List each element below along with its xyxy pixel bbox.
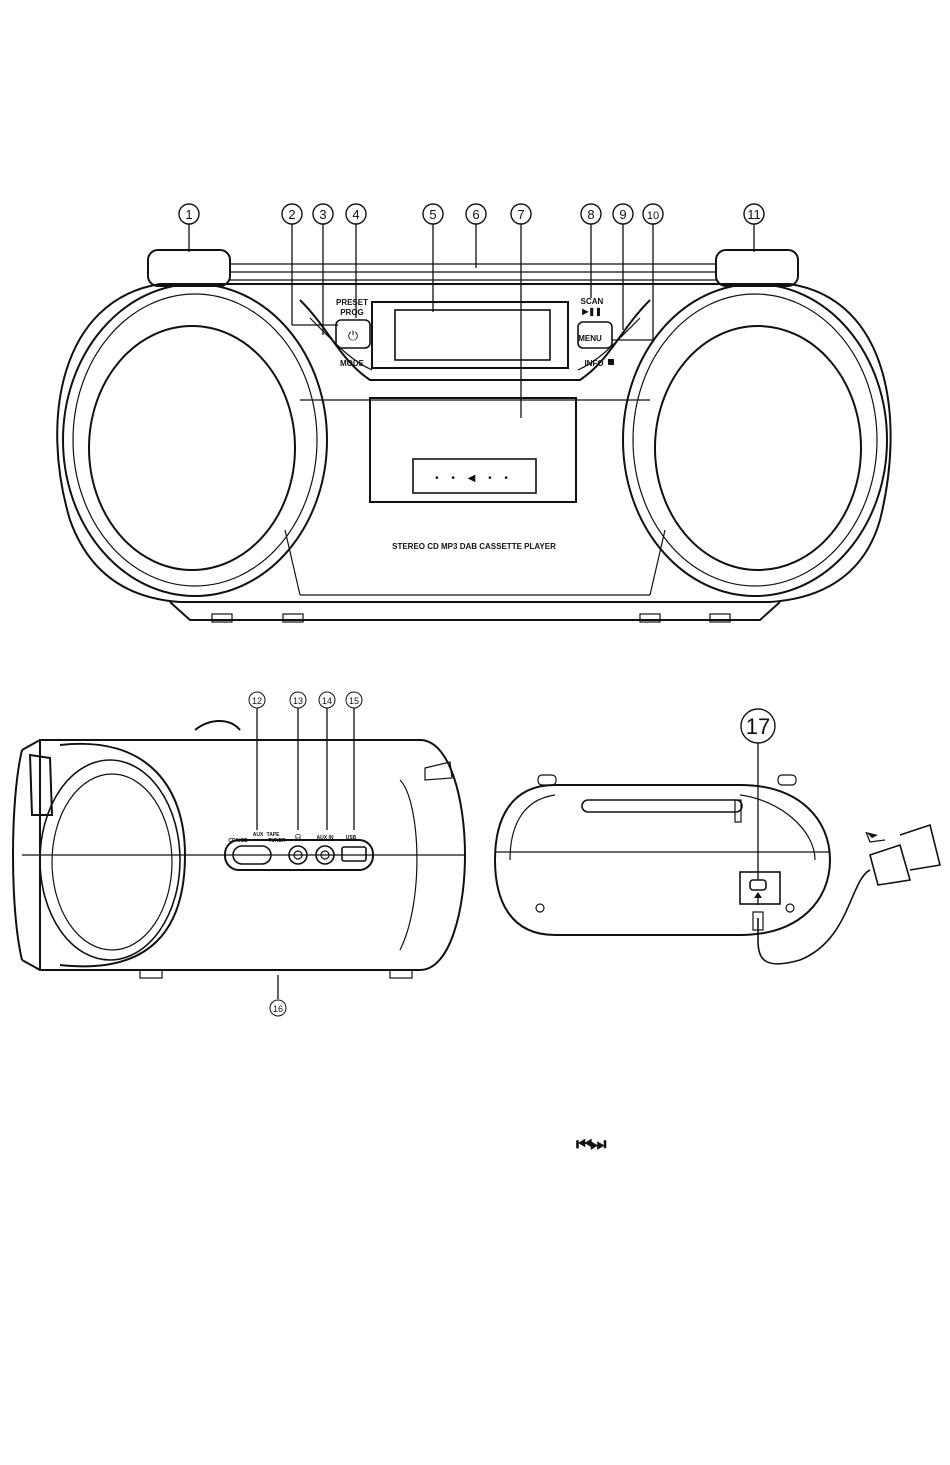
svg-text:13: 13 <box>293 696 303 706</box>
play-pause-icon: ▶❚❚ <box>581 307 602 317</box>
svg-text:15: 15 <box>349 696 359 706</box>
callout-6: 6 <box>466 204 486 224</box>
speaker-left-outer <box>63 284 327 596</box>
svg-text:16: 16 <box>273 1004 283 1014</box>
speaker-right-grille <box>655 326 861 570</box>
svg-text:8: 8 <box>587 207 594 222</box>
headphone-icon: ☊ <box>295 833 301 841</box>
rear-view: 17 <box>495 709 940 964</box>
prog-label: PROG <box>340 308 364 317</box>
svg-text:12: 12 <box>252 696 262 706</box>
svg-text:2: 2 <box>288 207 295 222</box>
usb-port <box>342 847 366 861</box>
svg-text:9: 9 <box>619 207 626 222</box>
svg-text:10: 10 <box>647 210 659 222</box>
callout-14: 14 <box>319 692 335 708</box>
power-cord <box>758 870 870 964</box>
brand-line: STEREO CD MP3 DAB CASSETTE PLAYER <box>392 542 556 551</box>
cassette-door <box>370 398 576 502</box>
svg-text:17: 17 <box>746 714 770 739</box>
callout-8: 8 <box>581 204 601 224</box>
skip-icons: ⏮⏭ <box>576 1134 604 1155</box>
callout-16: 16 <box>270 1000 286 1016</box>
handle-left <box>148 250 230 286</box>
usb-label: USB <box>346 835 357 841</box>
svg-text:11: 11 <box>747 207 761 222</box>
antenna <box>582 800 742 812</box>
callout-9: 9 <box>613 204 633 224</box>
aux-label: AUX <box>253 832 264 838</box>
aux-in-label: AUX IN <box>317 835 334 841</box>
svg-text:3: 3 <box>319 207 326 222</box>
power-icon: ⏻ <box>348 328 358 343</box>
svg-text:7: 7 <box>517 207 524 222</box>
cd-usb-label: CD/USB <box>228 838 248 844</box>
svg-text:1: 1 <box>185 207 192 222</box>
callout-1: 1 <box>179 204 199 224</box>
svg-text:6: 6 <box>472 207 479 222</box>
svg-text:5: 5 <box>429 207 436 222</box>
front-view: ⏻ • • ◀ • • 1 2 3 4 <box>57 204 890 622</box>
info-label: INFO <box>584 359 603 368</box>
rear-body <box>495 785 830 935</box>
tuner-label: TUNER <box>268 838 286 844</box>
svg-text:• • ◀ • •: • • ◀ • • <box>435 473 513 484</box>
callout-10: 10 <box>643 204 663 224</box>
callout-4: 4 <box>346 204 366 224</box>
callout-13: 13 <box>290 692 306 708</box>
speaker-right-outer <box>623 284 887 596</box>
callout-3: 3 <box>313 204 333 224</box>
ac-socket <box>750 880 766 890</box>
callout-7: 7 <box>511 204 531 224</box>
menu-label: MENU <box>578 334 602 343</box>
callout-17: 17 <box>741 709 775 743</box>
svg-text:4: 4 <box>352 207 359 222</box>
ac-socket-housing <box>740 872 780 904</box>
callout-5: 5 <box>423 204 443 224</box>
callout-15: 15 <box>346 692 362 708</box>
lcd-display <box>395 310 550 360</box>
preset-label: PRESET <box>336 298 368 307</box>
callout-11: 11 <box>744 204 764 224</box>
callout-2: 2 <box>282 204 302 224</box>
body-outline <box>57 284 890 602</box>
side-view: AUX CD/USB TAPE TUNER AUX IN USB ☊ 12 13… <box>13 692 465 1016</box>
speaker-left-grille <box>89 326 295 570</box>
stop-icon <box>608 359 614 365</box>
svg-text:14: 14 <box>322 696 332 706</box>
display-frame <box>372 302 568 368</box>
callout-12: 12 <box>249 692 265 708</box>
handle-right <box>716 250 798 286</box>
power-plug <box>870 845 910 885</box>
scan-label: SCAN <box>581 297 604 306</box>
mode-label: MODE <box>340 359 365 368</box>
